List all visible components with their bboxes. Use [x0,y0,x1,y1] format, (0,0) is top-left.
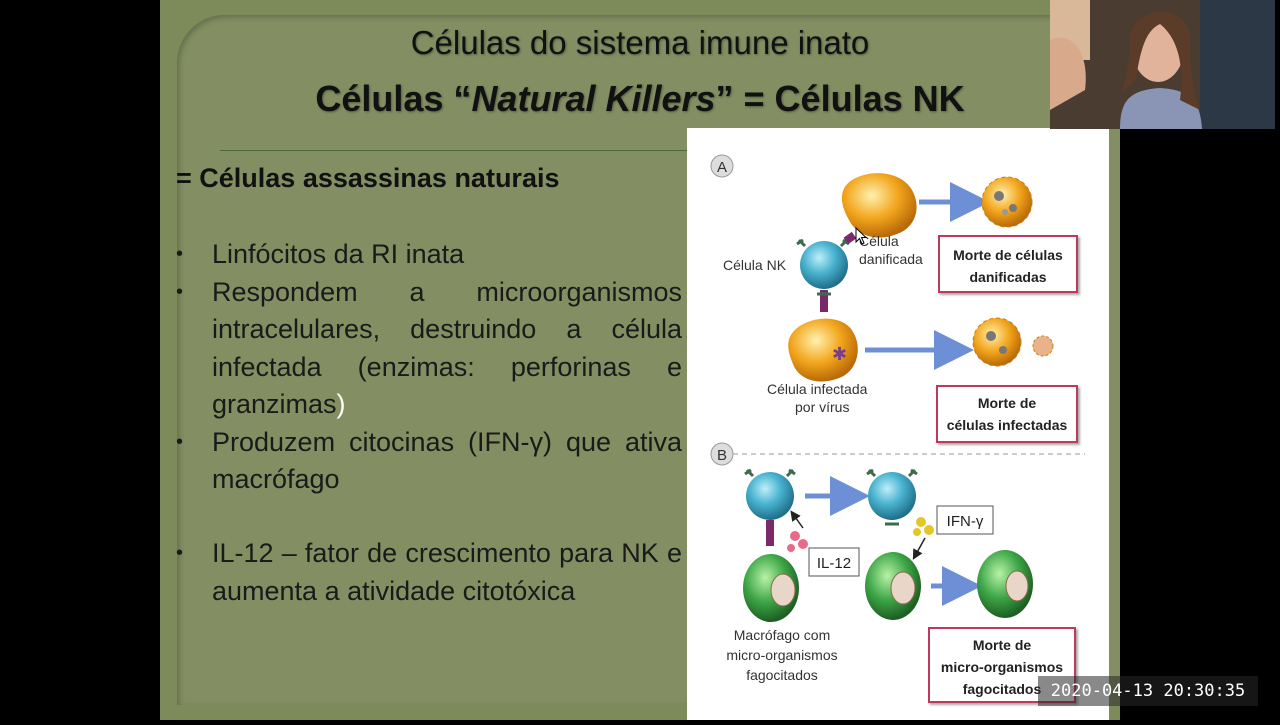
macrophage-label: Macrófago com [734,627,830,643]
nk-cell [866,468,918,526]
macrophage [865,552,921,620]
heading-suffix: ” = Células NK [715,78,965,119]
svg-text:Morte de: Morte de [973,637,1032,653]
ifn-gamma-icon [913,517,934,536]
apoptotic-cell-icon [981,176,1033,228]
webcam-video-feed [1050,0,1275,129]
damaged-cell [841,173,917,238]
infected-cell-label: por vírus [795,399,849,415]
svg-text:micro-organismos: micro-organismos [941,659,1063,675]
title-divider [220,150,690,151]
arrow-icon [790,510,804,529]
heading-prefix: Células “ [315,78,472,119]
damaged-cell-label: Célula [859,233,899,249]
bullet-list: Linfócitos da RI inata Respondem a micro… [176,236,682,499]
svg-text:fagocitados: fagocitados [963,681,1042,697]
damaged-cell-label: danificada [859,251,923,267]
slide-heading: Células “Natural Killers” = Células NK [240,78,1040,120]
panel-a-badge: A [710,154,734,178]
nk-cell [796,231,857,312]
svg-text:Morte de: Morte de [978,395,1037,411]
macrophage [743,554,799,622]
bullet-list: IL-12 – fator de crescimento para NK e a… [176,535,682,610]
outcome-box: Morte de células infectadas [936,385,1078,443]
macrophage-label: micro-organismos [726,647,837,663]
svg-text:células infectadas: células infectadas [947,417,1068,433]
il12-icon [787,531,808,552]
svg-text:B: B [717,447,727,464]
nk-cell-label: Célula NK [723,257,787,273]
macrophage-label: fagocitados [746,667,818,683]
panel-b-badge: B [710,442,734,466]
infected-cell [788,318,858,382]
svg-text:IL-12: IL-12 [817,555,851,572]
infected-cell-label: Célula infectada [767,381,868,397]
arrow-icon [912,537,926,560]
nk-cell [744,468,796,546]
mouse-cursor-icon [855,227,867,245]
outcome-box: Morte de células danificadas [938,235,1078,293]
slide-subtitle: = Células assassinas naturais [176,163,560,193]
svg-text:A: A [717,159,727,176]
svg-text:danificadas: danificadas [969,269,1046,285]
macrophage [977,550,1033,618]
bullet-item: Produzem citocinas (IFN-γ) que ativa mac… [176,424,682,499]
bullet-item: Linfócitos da RI inata [176,236,682,274]
cytokine-label-box: IL-12 [808,547,860,577]
bullet-item: IL-12 – fator de crescimento para NK e a… [176,535,682,610]
nk-cell-diagram: A Célula danificada Morte de células dan… [687,128,1109,720]
svg-text:Morte de células: Morte de células [953,247,1063,263]
virus-icon: ✱ [832,344,847,364]
slide-title: Células do sistema imune inato [410,24,870,61]
recording-timestamp: 2020-04-13 20:30:35 [1038,676,1258,706]
heading-italic: Natural Killers [471,78,716,119]
bullet-item: Respondem a microorganismos intracelular… [176,274,682,424]
cytokine-label-box: IFN-γ [936,505,994,535]
svg-text:IFN-γ: IFN-γ [947,513,984,530]
apoptotic-cell-icon [972,317,1054,367]
